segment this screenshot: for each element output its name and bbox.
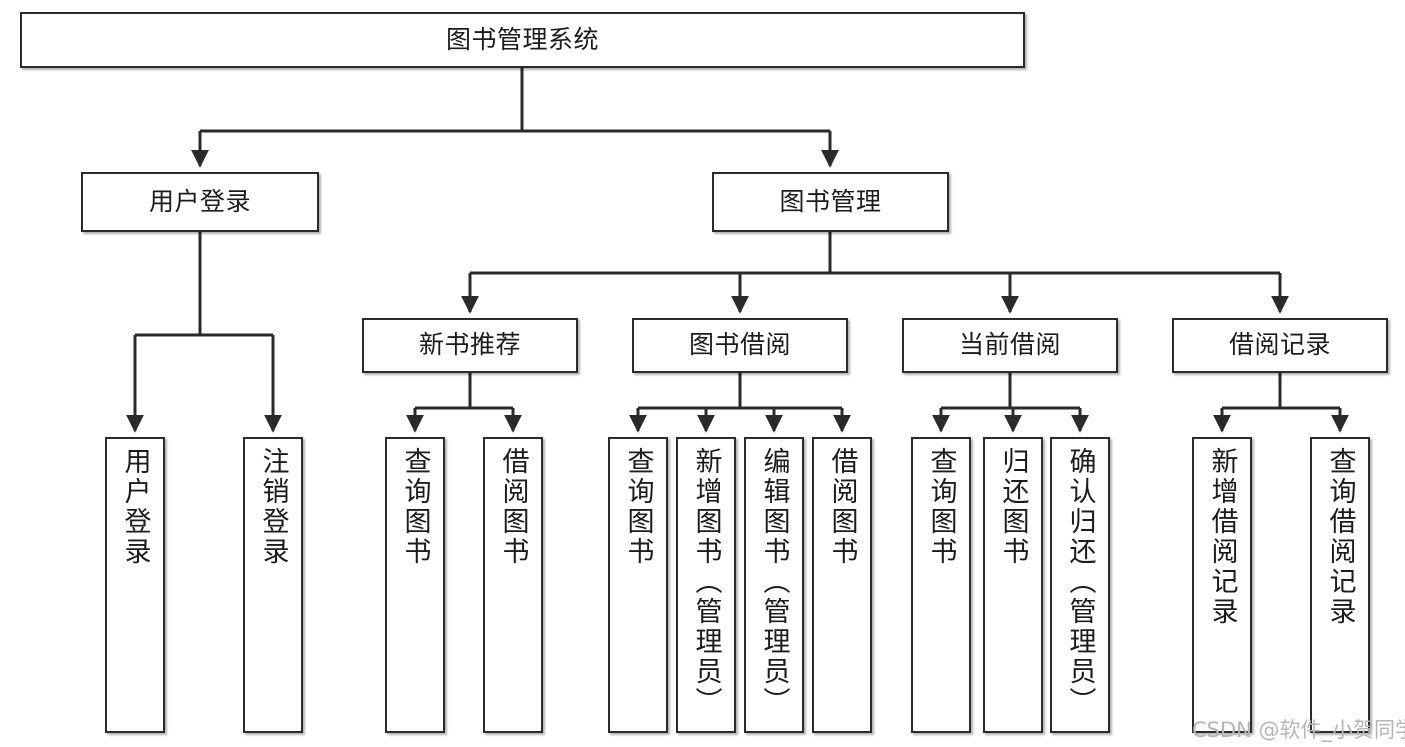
node-leaf-query-book-new-label: 查询图书 xyxy=(399,447,431,567)
node-leaf-query-book-current-label: 查询图书 xyxy=(925,447,957,567)
node-current-borrow-label: 当前借阅 xyxy=(958,330,1061,360)
node-leaf-logout[interactable]: 注销登录 xyxy=(243,437,303,733)
node-leaf-add-book-label: 新增图书（管理员） xyxy=(690,447,722,717)
node-new-book-recommend-label: 新书推荐 xyxy=(418,330,521,360)
node-leaf-confirm-return-label: 确认归还（管理员） xyxy=(1064,447,1096,717)
node-leaf-query-book[interactable]: 查询图书 xyxy=(608,437,668,733)
node-leaf-query-book-current[interactable]: 查询图书 xyxy=(911,437,971,733)
node-book-borrow-label: 图书借阅 xyxy=(688,330,791,360)
node-leaf-borrow-book-new[interactable]: 借阅图书 xyxy=(483,437,543,733)
node-borrow-record[interactable]: 借阅记录 xyxy=(1172,318,1388,373)
node-leaf-query-borrow-record[interactable]: 查询借阅记录 xyxy=(1310,437,1370,733)
node-leaf-add-borrow-record-label: 新增借阅记录 xyxy=(1206,447,1238,627)
node-user-login-label: 用户登录 xyxy=(148,186,251,216)
node-leaf-logout-label: 注销登录 xyxy=(257,447,289,567)
node-leaf-query-book-label: 查询图书 xyxy=(622,447,654,567)
node-leaf-confirm-return[interactable]: 确认归还（管理员） xyxy=(1050,437,1110,733)
node-leaf-user-login[interactable]: 用户登录 xyxy=(105,437,165,733)
node-user-login[interactable]: 用户登录 xyxy=(81,172,319,232)
csdn-watermark: CSDN @软件_小贺同学 xyxy=(1192,718,1405,742)
node-leaf-add-borrow-record[interactable]: 新增借阅记录 xyxy=(1192,437,1252,733)
node-leaf-edit-book[interactable]: 编辑图书（管理员） xyxy=(744,437,804,733)
node-leaf-borrow-book-label: 借阅图书 xyxy=(826,447,858,567)
node-leaf-query-borrow-record-label: 查询借阅记录 xyxy=(1324,447,1356,627)
node-leaf-query-book-new[interactable]: 查询图书 xyxy=(385,437,445,733)
node-leaf-add-book[interactable]: 新增图书（管理员） xyxy=(676,437,736,733)
node-book-manage[interactable]: 图书管理 xyxy=(712,172,949,232)
node-borrow-record-label: 借阅记录 xyxy=(1228,330,1331,360)
node-leaf-borrow-book[interactable]: 借阅图书 xyxy=(812,437,872,733)
node-root-label: 图书管理系统 xyxy=(445,24,599,54)
node-leaf-user-login-label: 用户登录 xyxy=(119,447,151,567)
node-new-book-recommend[interactable]: 新书推荐 xyxy=(362,318,578,373)
node-book-manage-label: 图书管理 xyxy=(779,186,882,216)
node-current-borrow[interactable]: 当前借阅 xyxy=(902,318,1118,373)
node-leaf-borrow-book-new-label: 借阅图书 xyxy=(497,447,529,567)
node-book-borrow[interactable]: 图书借阅 xyxy=(632,318,848,373)
node-leaf-return-book-label: 归还图书 xyxy=(997,447,1029,567)
node-leaf-edit-book-label: 编辑图书（管理员） xyxy=(758,447,790,717)
node-leaf-return-book[interactable]: 归还图书 xyxy=(983,437,1043,733)
node-root[interactable]: 图书管理系统 xyxy=(20,12,1025,68)
